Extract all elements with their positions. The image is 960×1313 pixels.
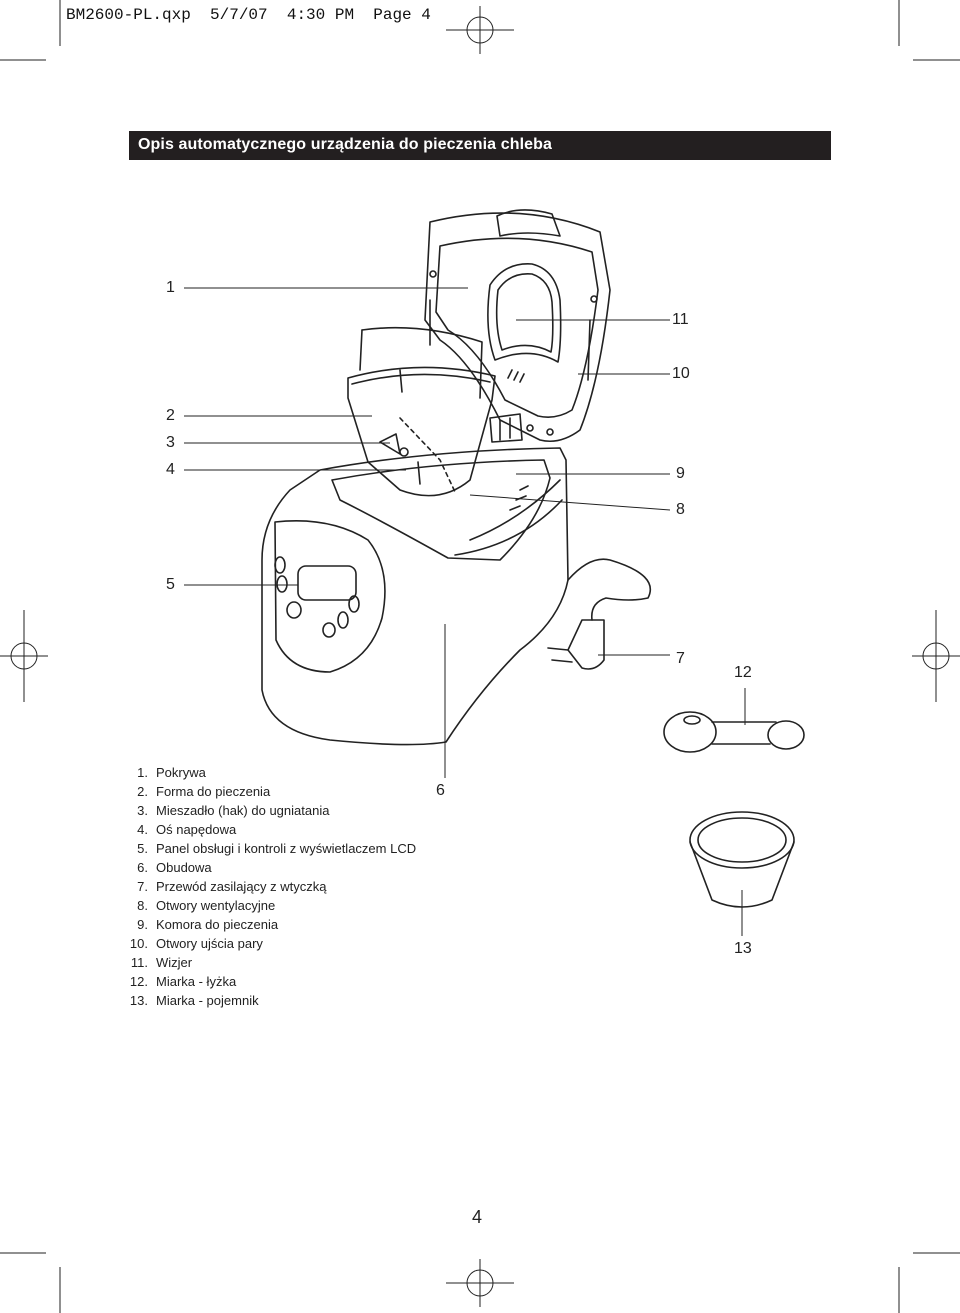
viewing-window-drawing	[487, 263, 562, 383]
callout-13: 13	[734, 940, 752, 957]
callout-9: 9	[676, 465, 685, 482]
lid-drawing	[424, 209, 611, 443]
section-title: Opis automatycznego urządzenia do piecze…	[138, 136, 552, 153]
callout-7: 7	[676, 650, 685, 667]
measuring-spoon-drawing	[663, 711, 805, 753]
callout-2: 2	[166, 407, 175, 424]
callout-10: 10	[672, 365, 690, 382]
power-cord-drawing	[547, 558, 652, 670]
print-slug: BM2600-PL.qxp 5/7/07 4:30 PM Page 4	[66, 6, 431, 24]
callout-8: 8	[676, 501, 685, 518]
baking-pan-drawing	[347, 326, 496, 497]
registration-mark-bottom	[446, 1259, 514, 1307]
page-number: 4	[472, 1207, 483, 1227]
housing-drawing	[261, 447, 569, 746]
callout-6: 6	[436, 782, 445, 799]
callout-12: 12	[734, 664, 752, 681]
leader-lines	[184, 287, 746, 936]
callout-5: 5	[166, 576, 175, 593]
registration-mark-left	[0, 610, 48, 702]
callout-3: 3	[166, 434, 175, 451]
callout-1: 1	[166, 279, 175, 296]
section-banner: Opis automatycznego urządzenia do piecze…	[129, 131, 831, 160]
registration-mark-right	[912, 610, 960, 702]
registration-mark-top	[446, 6, 514, 54]
callout-11: 11	[672, 311, 689, 328]
callout-4: 4	[166, 461, 175, 478]
